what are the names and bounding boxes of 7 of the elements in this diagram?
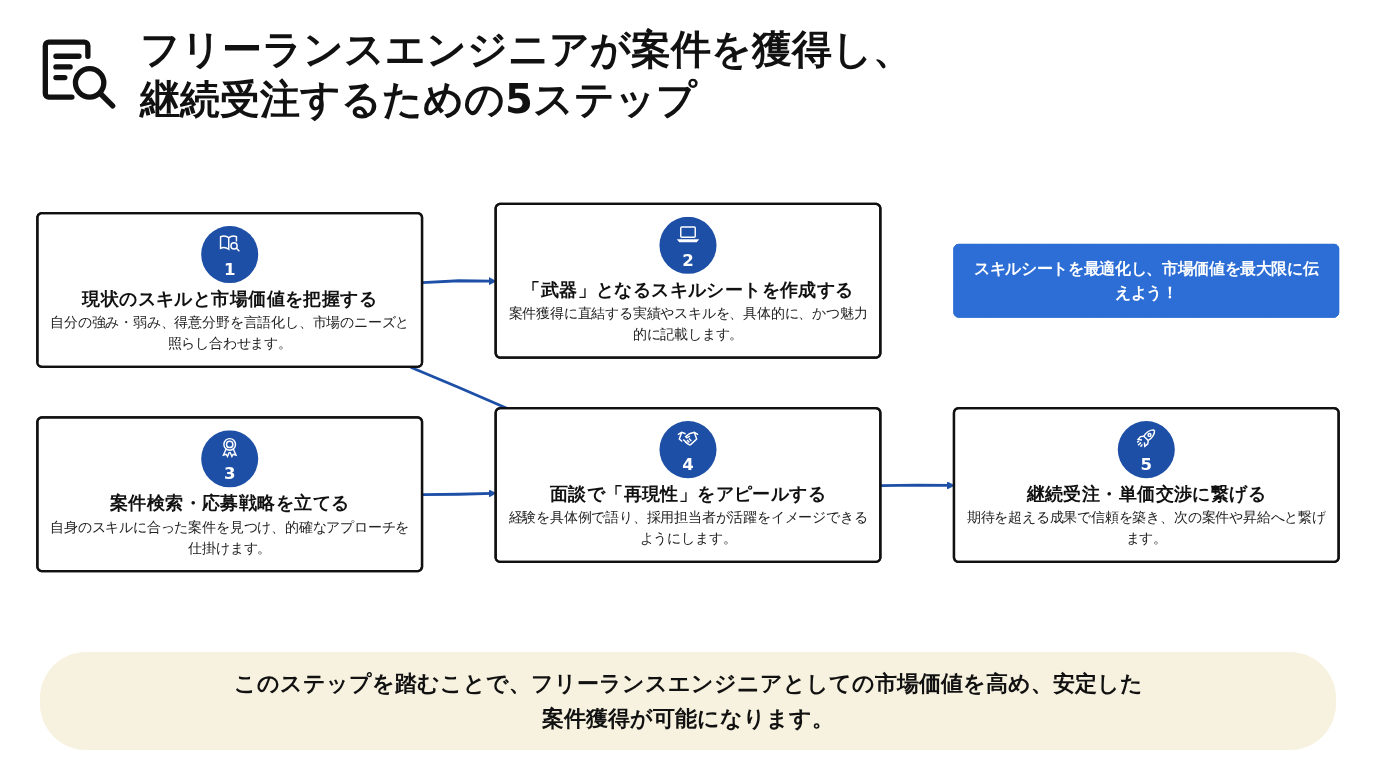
- step-number: 3: [222, 465, 237, 482]
- step-number: 1: [222, 260, 237, 278]
- caption: このステップを踏むことで、フリーランスエンジニアとしての市場価値を高め、安定した案件獲得が可能になります。: [40, 652, 1336, 751]
- step-number: 4: [681, 456, 695, 473]
- step-number: 5: [1139, 456, 1154, 473]
- title: フリーランスエンジニアが案件を獲得し、継続受注するための5ステップ: [140, 25, 914, 124]
- step-number: 2: [681, 251, 695, 269]
